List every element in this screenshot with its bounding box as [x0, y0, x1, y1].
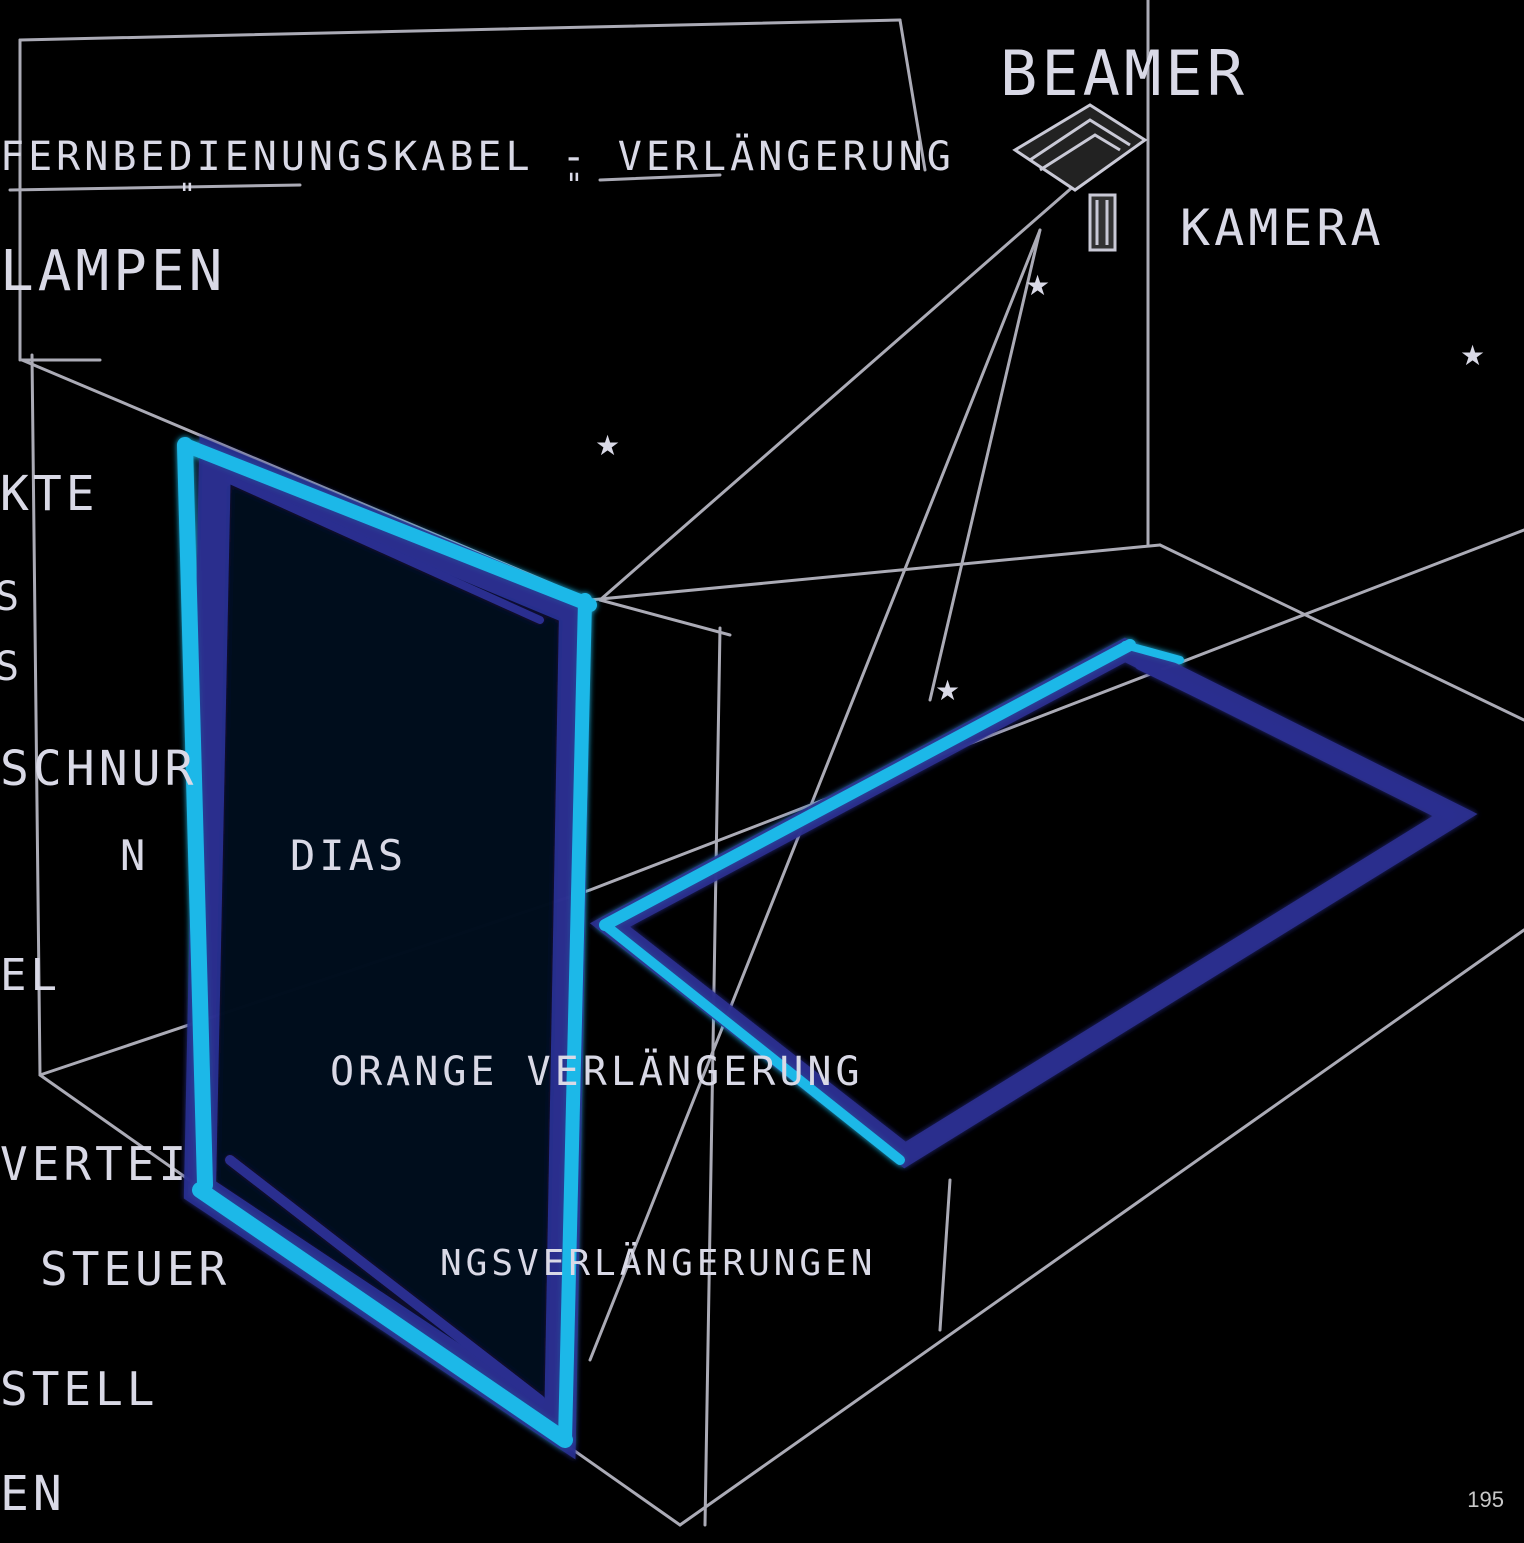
label-dias-right: DIAS: [290, 831, 407, 880]
label-stell: STELL: [0, 1362, 158, 1416]
star-3: ★: [1025, 269, 1050, 302]
label-schnur: SCHNUR: [0, 741, 197, 797]
label-ditto-2: ": [565, 168, 587, 203]
star-2: ★: [935, 674, 960, 707]
label-ditto-1: ": [178, 178, 200, 213]
label-s2: S: [0, 644, 23, 690]
label-orange-verlaengerung: ORANGE VERLÄNGERUNG: [330, 1047, 864, 1095]
kamera-drawing: [1090, 195, 1115, 250]
star-1: ★: [595, 429, 620, 462]
vertical-screen-panel: [185, 445, 590, 1440]
label-s1: S: [0, 574, 23, 620]
star-4: ★: [1460, 339, 1485, 372]
label-dias-left: N: [120, 831, 149, 880]
label-en: EN: [0, 1466, 66, 1522]
label-beamer: BEAMER: [1000, 37, 1248, 110]
label-kte: KTE: [0, 466, 99, 522]
label-fernbedienung: FERNBEDIENUNGSKABEL - VERLÄNGERUNG: [0, 132, 955, 180]
label-el: EL: [0, 950, 61, 1001]
label-steuer: STEUER: [40, 1242, 230, 1296]
label-lampen: LAMPEN: [0, 239, 226, 304]
label-vertei: VERTEI: [0, 1137, 190, 1191]
label-kamera: KAMERA: [1180, 199, 1385, 257]
page-number: 195: [1467, 1487, 1504, 1513]
label-verlaengerungen: NGSVERLÄNGERUNGEN: [440, 1242, 876, 1284]
beamer-drawing: [1015, 105, 1145, 190]
